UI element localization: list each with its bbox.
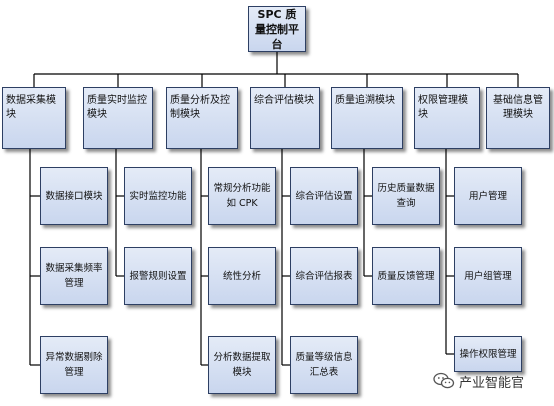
module-quality-analysis: 质量分析及控制模块 — [166, 87, 238, 149]
root-node: SPC 质量控制平台 — [248, 6, 306, 52]
child-abnormal-data: 异常数据剔除管理 — [40, 336, 108, 394]
module-permission: 权限管理模块 — [414, 87, 480, 149]
watermark: 产业智能官 — [433, 370, 524, 392]
watermark-text: 产业智能官 — [459, 375, 525, 391]
child-system-analysis: 统性分析 — [208, 247, 276, 305]
child-usergroup-management: 用户组管理 — [454, 247, 522, 305]
child-alarm-rules: 报警规则设置 — [124, 247, 192, 305]
module-data-collection: 数据采集模块 — [2, 87, 66, 149]
child-eval-report: 综合评估报表 — [290, 247, 358, 305]
module-realtime-monitor: 质量实时监控模块 — [83, 87, 153, 149]
child-realtime-function: 实时监控功能 — [124, 167, 192, 225]
wechat-icon — [433, 372, 455, 389]
module-basic-info: 基础信息管理模块 — [486, 87, 550, 149]
module-comprehensive-eval: 综合评估模块 — [250, 87, 320, 149]
child-quality-grade: 质量等级信息汇总表 — [290, 336, 358, 394]
child-history-query: 历史质量数据查询 — [372, 167, 440, 225]
child-operation-permission: 操作权限管理 — [454, 336, 522, 372]
child-data-extract: 分析数据提取模块 — [208, 336, 276, 394]
child-collection-frequency: 数据采集频率管理 — [40, 247, 108, 305]
child-data-interface: 数据接口模块 — [40, 167, 108, 225]
child-feedback: 质量反馈管理 — [372, 247, 440, 305]
child-eval-settings: 综合评估设置 — [290, 167, 358, 225]
child-cpk-analysis: 常规分析功能如 CPK — [208, 167, 276, 225]
module-quality-trace: 质量追溯模块 — [331, 87, 403, 149]
child-user-management: 用户管理 — [454, 167, 522, 225]
